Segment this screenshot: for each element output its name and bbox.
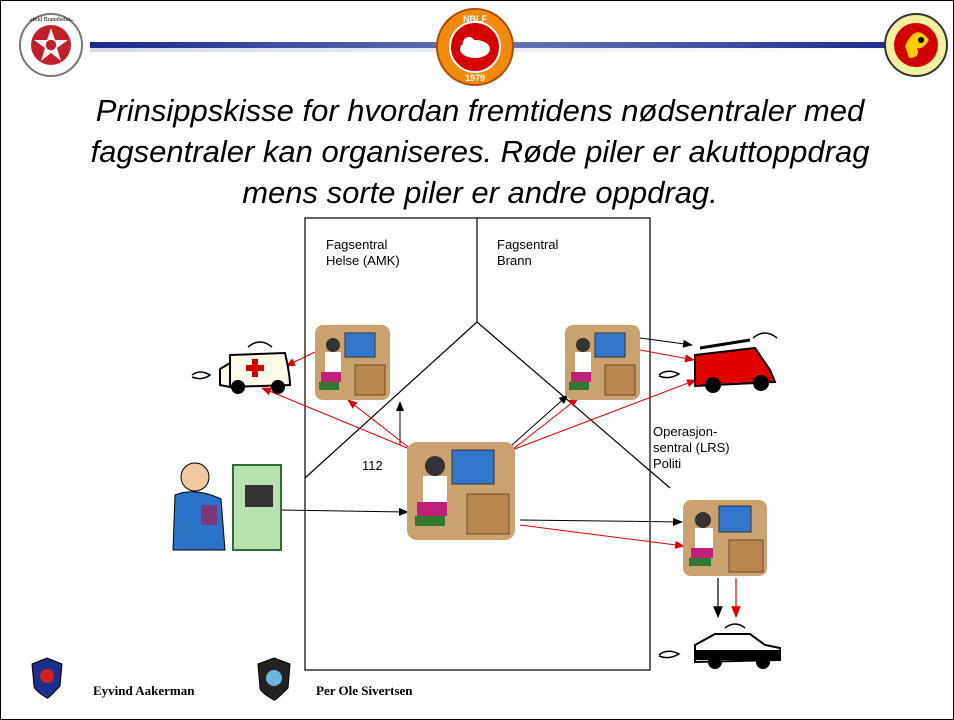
right-badge-icon: [884, 13, 948, 77]
label-112: 112: [362, 458, 383, 473]
ambulance-icon: [191, 341, 292, 394]
shield-left-icon: [31, 657, 63, 699]
operator-icon: [565, 325, 640, 400]
slide-title: Prinsippskisse for hvordan fremtidens nø…: [90, 93, 870, 210]
label-fire-center: Fagsentral Brann: [497, 237, 559, 268]
operator-icon: [683, 500, 767, 576]
operator-icon: [315, 325, 390, 400]
ostfold-badge-icon: Østfold Brannbefaling: [19, 13, 83, 77]
footer-author-right: Per Ole Sivertsen: [316, 683, 413, 698]
badge-text: Østfold Brannbefaling: [24, 16, 78, 23]
badge-year-text: 1979: [465, 73, 485, 83]
label-police-center: Operasjon- sentral (LRS) Politi: [653, 424, 730, 471]
footer-author-left: Eyvind Aakerman: [93, 683, 195, 698]
label-health-center: Fagsentral Helse (AMK): [326, 237, 400, 268]
caller-icon: [172, 462, 282, 551]
divider-left: [304, 321, 478, 479]
police-car-icon: [658, 623, 781, 669]
fire-truck-icon: [658, 332, 778, 393]
operator-icon: [407, 442, 515, 540]
shield-right-icon: [257, 657, 291, 701]
badge-top-text: NBLF: [463, 14, 487, 24]
nblf-badge-icon: NBLF 1979: [436, 8, 514, 86]
